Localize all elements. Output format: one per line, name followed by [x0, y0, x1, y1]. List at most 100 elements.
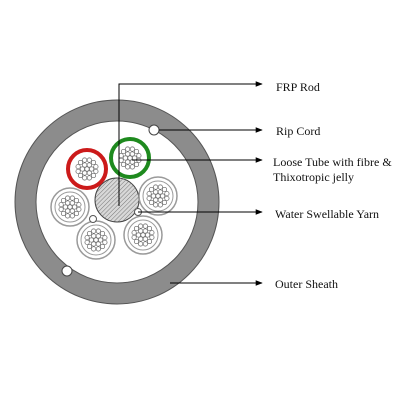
optical-fibre	[149, 234, 155, 240]
optical-fibre	[58, 206, 64, 212]
optical-fibre	[65, 200, 71, 206]
optical-fibre	[125, 159, 131, 165]
optical-fibre	[69, 195, 75, 201]
label-loose-tube: Loose Tube with fibre & Thixotropic jell…	[273, 155, 392, 185]
optical-fibre	[131, 234, 137, 240]
label-loose-tube-line2: Thixotropic jelly	[273, 170, 354, 184]
optical-fibre	[118, 153, 124, 159]
optical-fibre	[93, 237, 99, 243]
optical-fibre	[125, 164, 131, 170]
optical-fibre	[99, 243, 106, 250]
optical-fibre	[79, 166, 85, 172]
optical-fibre	[118, 157, 124, 163]
optical-fibre	[120, 161, 127, 168]
fibre-bundle	[84, 228, 108, 252]
optical-fibre	[136, 153, 142, 159]
fibre-bundle	[118, 146, 142, 170]
optical-fibre	[138, 228, 144, 234]
optical-fibre	[86, 243, 93, 250]
fibre-bundle	[75, 157, 99, 181]
optical-fibre	[90, 159, 97, 166]
optical-fibre	[160, 193, 166, 199]
optical-fibre	[125, 146, 131, 152]
optical-fibre	[129, 151, 135, 157]
leader-frp-rod	[118, 81, 263, 206]
optical-fibre	[89, 166, 95, 172]
loose-tube-green	[109, 137, 151, 179]
optical-fibre	[146, 195, 152, 201]
optical-fibre	[86, 157, 92, 163]
optical-fibre	[153, 197, 159, 203]
fibre-bundle	[146, 184, 170, 208]
loose-tube-lower-left	[76, 220, 116, 260]
optical-fibre	[125, 151, 131, 157]
optical-fibre	[86, 162, 92, 168]
optical-fibre	[84, 235, 90, 241]
optical-fibre	[93, 168, 99, 174]
optical-fibre	[65, 195, 71, 201]
optical-fibre	[153, 184, 159, 190]
rip-cord	[61, 265, 73, 277]
optical-fibre	[84, 166, 90, 172]
optical-fibre	[155, 193, 161, 199]
optical-fibre	[69, 213, 75, 219]
optical-fibre	[133, 161, 140, 168]
optical-fibre	[58, 202, 64, 208]
optical-fibre	[76, 206, 82, 212]
optical-fibre	[157, 184, 163, 190]
optical-fibre	[161, 199, 168, 206]
optical-fibre	[95, 228, 101, 234]
optical-fibre	[153, 202, 159, 208]
optical-fibre	[98, 237, 104, 243]
optical-fibre	[75, 168, 81, 174]
frp-rod	[94, 177, 140, 223]
optical-fibre	[82, 162, 88, 168]
optical-fibre	[146, 225, 153, 232]
optical-fibre	[77, 159, 84, 166]
optical-fibre	[150, 193, 156, 199]
loose-tube-right	[138, 176, 178, 216]
optical-fibre	[75, 164, 81, 170]
optical-fibre	[145, 232, 151, 238]
optical-fibre	[129, 164, 135, 170]
optical-fibre	[91, 228, 97, 234]
optical-fibre	[91, 246, 97, 252]
water-swellable-yarn	[89, 215, 97, 223]
optical-fibre	[148, 199, 155, 206]
optical-fibre	[86, 230, 93, 237]
optical-fibre	[140, 232, 146, 238]
optical-fibre	[67, 204, 73, 210]
optical-fibre	[142, 236, 148, 242]
optical-fibre	[131, 230, 137, 236]
optical-fibre	[65, 213, 71, 219]
optical-fibre	[148, 186, 155, 193]
optical-fibre	[82, 170, 88, 176]
optical-fibre	[129, 146, 135, 152]
optical-fibre	[60, 197, 67, 204]
label-loose-tube-line1: Loose Tube with fibre &	[273, 155, 392, 169]
optical-fibre	[60, 210, 67, 217]
optical-fibre	[138, 223, 144, 229]
optical-fibre	[65, 208, 71, 214]
optical-fibre	[91, 241, 97, 247]
loose-tube-left	[50, 187, 90, 227]
fibre-bundle	[58, 195, 82, 219]
optical-fibre	[133, 148, 140, 155]
loose-tube-red	[66, 148, 108, 190]
optical-fibre	[135, 232, 141, 238]
optical-fibre	[76, 202, 82, 208]
optical-fibre	[164, 191, 170, 197]
optical-fibre	[93, 164, 99, 170]
optical-fibre	[62, 204, 68, 210]
optical-fibre	[91, 233, 97, 239]
loose-tube-lower-right	[123, 215, 163, 255]
optical-fibre	[72, 204, 78, 210]
optical-fibre	[120, 148, 127, 155]
label-frp-rod: FRP Rod	[276, 80, 320, 94]
optical-fibre	[99, 230, 106, 237]
optical-fibre	[161, 186, 168, 193]
optical-fibre	[122, 155, 128, 161]
label-outer-sheath: Outer Sheath	[275, 277, 338, 291]
optical-fibre	[95, 246, 101, 252]
optical-fibre	[84, 239, 90, 245]
